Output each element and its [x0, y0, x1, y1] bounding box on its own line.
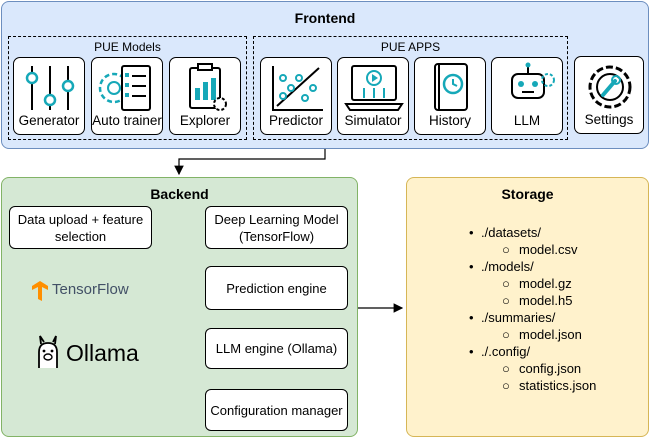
predictor-label: Predictor — [268, 113, 324, 128]
simulator-tile[interactable]: Simulator — [337, 57, 409, 135]
tensorflow-logo-text: TensorFlow — [52, 281, 129, 298]
auto-trainer-label: Auto trainer — [92, 113, 162, 128]
data-upload-box: Data upload + feature selection — [9, 206, 152, 249]
configuration-manager-box: Configuration manager — [205, 389, 348, 431]
tensorflow-logo: TensorFlow — [30, 279, 142, 303]
folder-summaries: ./summaries/ — [481, 310, 556, 325]
sliders-icon — [25, 66, 75, 110]
wrench-gear-icon — [588, 65, 632, 109]
scatter-trend-icon — [272, 66, 323, 111]
frontend-panel: Frontend PUE Models Generator A — [1, 1, 649, 149]
llm-label: LLM — [513, 113, 541, 128]
history-tile[interactable]: History — [414, 57, 486, 135]
explorer-label: Explorer — [179, 113, 231, 128]
gear-checklist-icon — [98, 65, 151, 111]
file-item: config.json — [519, 361, 582, 376]
book-clock-icon — [434, 63, 468, 111]
generator-label: Generator — [18, 113, 80, 128]
settings-label: Settings — [584, 112, 634, 127]
predictor-tile[interactable]: Predictor — [260, 57, 332, 135]
file-item: model.csv — [519, 242, 578, 257]
ollama-logo-text: Ollama — [66, 340, 139, 366]
llm-tile[interactable]: LLM — [491, 57, 563, 135]
folder-config: ./.config/ — [481, 344, 531, 359]
deep-learning-box: Deep Learning Model (TensorFlow) — [205, 206, 348, 249]
file-item: model.gz — [519, 276, 572, 291]
pue-apps-label: PUE APPS — [380, 40, 441, 54]
file-item: model.h5 — [519, 293, 573, 308]
simulator-label: Simulator — [344, 113, 402, 128]
folder-datasets: ./datasets/ — [481, 225, 541, 240]
llama-icon — [38, 335, 58, 368]
auto-trainer-tile[interactable]: Auto trainer — [91, 57, 163, 135]
file-item: statistics.json — [519, 378, 597, 393]
prediction-engine-box: Prediction engine — [205, 266, 348, 310]
folder-models: ./models/ — [481, 259, 534, 274]
laptop-play-icon — [344, 65, 404, 111]
tensorflow-icon — [32, 281, 48, 301]
ollama-logo: Ollama — [34, 334, 146, 372]
file-item: model.json — [519, 327, 582, 342]
storage-title: Storage — [501, 186, 554, 202]
history-label: History — [428, 113, 471, 128]
storage-panel: Storage • ./datasets/ ○ model.csv • ./mo… — [406, 177, 649, 437]
robot-icon — [511, 62, 555, 99]
frontend-title: Frontend — [294, 10, 356, 26]
pue-apps-group: PUE APPS Predictor Simulator — [253, 36, 568, 140]
frontend-to-backend-arrow — [174, 149, 326, 176]
explorer-tile[interactable]: Explorer — [169, 57, 241, 135]
pue-models-group: PUE Models Generator Auto trainer — [8, 36, 247, 140]
backend-title: Backend — [150, 186, 209, 202]
llm-engine-box: LLM engine (Ollama) — [205, 328, 348, 369]
generator-tile[interactable]: Generator — [13, 57, 85, 135]
pue-models-label: PUE Models — [94, 40, 161, 54]
clipboard-chart-icon — [189, 63, 227, 111]
settings-tile[interactable]: Settings — [574, 56, 644, 134]
